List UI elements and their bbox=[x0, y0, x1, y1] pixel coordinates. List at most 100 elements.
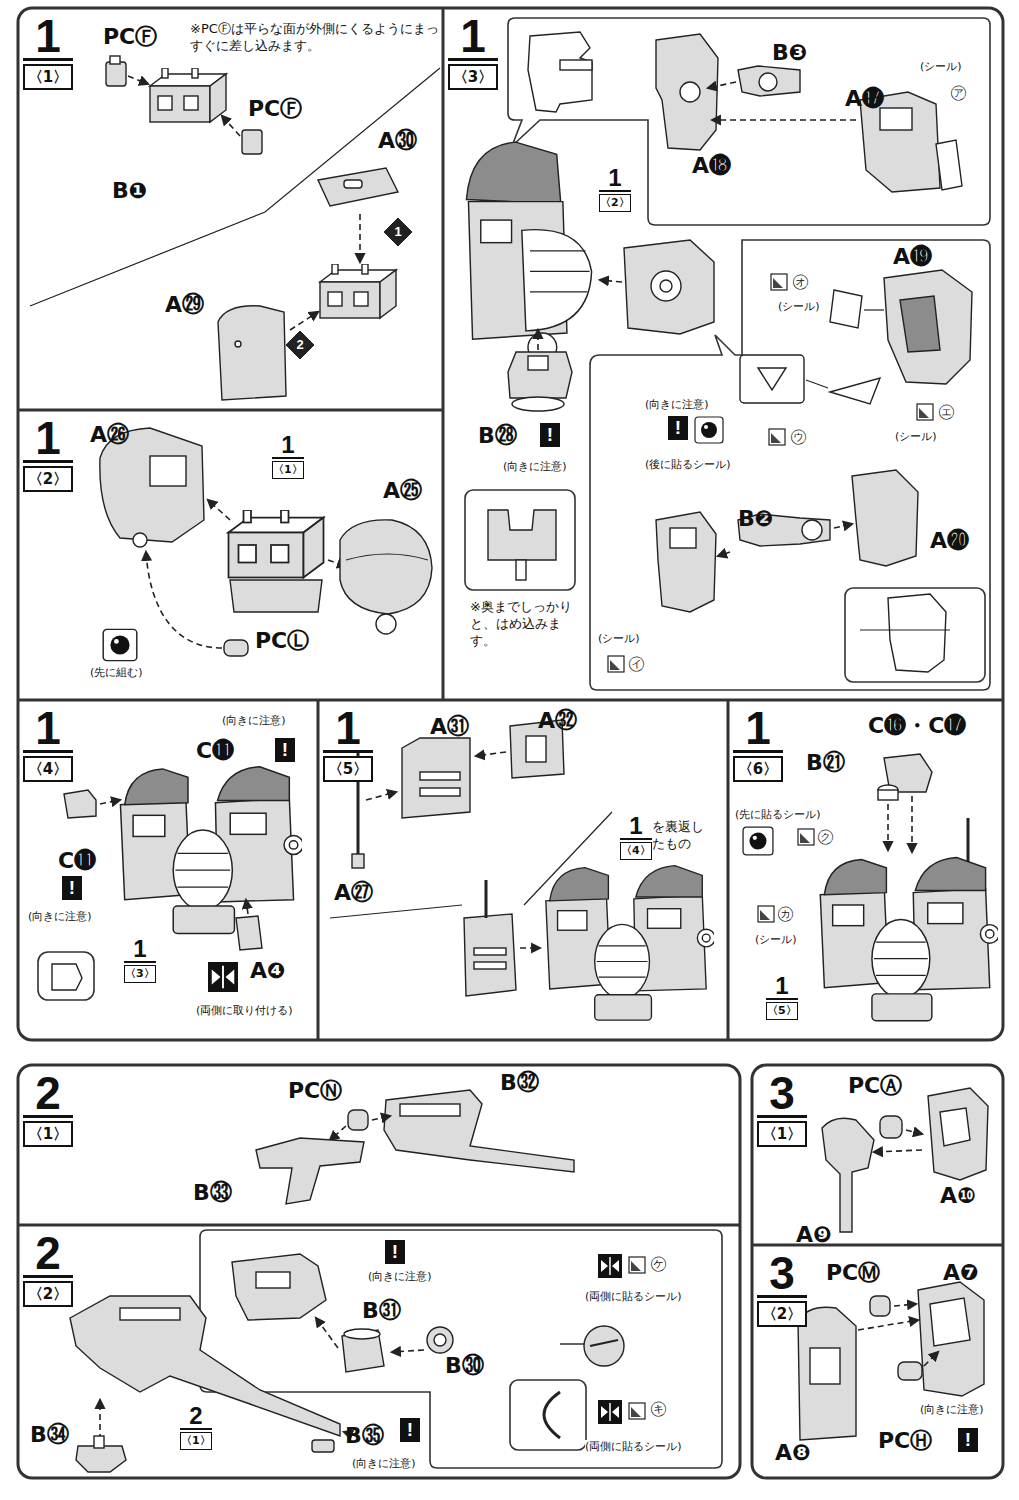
small-note: (シール) bbox=[895, 430, 937, 444]
small-note: (向きに注意) bbox=[920, 1403, 984, 1417]
step-panel: 1〈2〉1〈1〉 bbox=[18, 410, 443, 700]
step-order-mark: 2 bbox=[295, 337, 305, 353]
small-note: (両側に取り付ける) bbox=[196, 1004, 293, 1018]
step-number: 2 bbox=[23, 1071, 73, 1118]
step-panel: 1〈3〉1〈2〉 bbox=[443, 8, 1003, 700]
part-label: A❽ bbox=[775, 1440, 811, 1466]
step-number-box: 1〈5〉 bbox=[323, 706, 373, 782]
step-number-box: 2〈1〉 bbox=[23, 1071, 73, 1147]
step-reference: 1〈1〉 bbox=[270, 432, 306, 480]
part-label: B㉜ bbox=[500, 1070, 539, 1096]
caution-icon: ! bbox=[275, 738, 295, 762]
part-label: PCⓂ bbox=[826, 1260, 880, 1286]
part-label: C⓰・C⓱ bbox=[868, 713, 966, 739]
part-label: A❹ bbox=[250, 958, 286, 984]
part-label: A㉜ bbox=[538, 708, 577, 734]
part-label: PCⓃ bbox=[288, 1078, 342, 1104]
step-reference: 1〈5〉 bbox=[764, 973, 800, 1021]
sub-step-number: 〈1〉 bbox=[23, 64, 73, 90]
small-note: (向きに注意) bbox=[503, 460, 567, 474]
part-label: B❷ bbox=[738, 506, 773, 532]
step-number-box: 3〈2〉 bbox=[757, 1251, 807, 1327]
sub-step-number: 〈6〉 bbox=[733, 756, 783, 782]
reference-box: 1〈2〉 bbox=[597, 165, 633, 213]
reference-box: 1〈3〉 bbox=[122, 936, 158, 984]
small-note: (向きに注意) bbox=[28, 910, 92, 924]
step-number: 1 bbox=[23, 14, 73, 61]
step-number: 1 bbox=[620, 814, 652, 840]
small-note: (後に貼るシール) bbox=[645, 458, 731, 472]
step-number-box: 1〈6〉 bbox=[733, 706, 783, 782]
caution-icon: ! bbox=[540, 423, 560, 447]
step-number: 1 bbox=[272, 433, 304, 459]
sticker-letter: ㋐ bbox=[950, 82, 967, 102]
sticker-letter: ㋑ bbox=[628, 653, 645, 673]
caution-icon: ! bbox=[400, 1418, 420, 1442]
step-number: 2 bbox=[23, 1231, 73, 1278]
step-number: 1 bbox=[448, 14, 498, 61]
note-text: ※PCⒻは平らな面が外側にくるようにまっすぐに差し込みます。 bbox=[190, 20, 440, 54]
sub-step-number: 〈2〉 bbox=[23, 1281, 73, 1307]
reference-box: 1〈5〉 bbox=[764, 973, 800, 1021]
part-label: A⓴ bbox=[930, 528, 969, 554]
step-order-mark: 1 bbox=[393, 224, 403, 240]
step-panel: 1 〈1〉 bbox=[18, 8, 443, 410]
part-label: A⓲ bbox=[692, 153, 731, 179]
sub-step-number: 〈5〉 bbox=[766, 1002, 798, 1020]
part-label: A㉚ bbox=[378, 128, 417, 154]
step-number: 1 bbox=[599, 166, 631, 192]
small-note: (先に貼るシール) bbox=[735, 808, 821, 822]
small-note: (両側に貼るシール) bbox=[585, 1290, 682, 1304]
small-note: (両側に貼るシール) bbox=[585, 1440, 682, 1454]
part-label: B㉚ bbox=[445, 1353, 484, 1379]
step-panel: 1〈5〉 1〈4〉 bbox=[318, 700, 728, 1040]
sticker-letter: ㋖ bbox=[650, 1398, 667, 1418]
sticker-letter: ㋕ bbox=[777, 903, 794, 923]
step-number: 1 bbox=[124, 937, 156, 963]
part-label: B❶ bbox=[112, 178, 147, 204]
step-number-box: 1〈2〉 bbox=[23, 416, 73, 492]
part-label: B㉞ bbox=[30, 1422, 69, 1448]
step-reference: 1〈2〉 bbox=[597, 165, 633, 213]
step-number: 1 bbox=[23, 416, 73, 463]
part-label: A❼ bbox=[943, 1260, 979, 1286]
step-number-box: 3〈1〉 bbox=[757, 1071, 807, 1147]
note-text: を裏返したもの bbox=[652, 818, 716, 852]
part-label: C⓫ bbox=[196, 738, 234, 764]
sticker-letter: ㋔ bbox=[792, 271, 809, 291]
step-number: 1 bbox=[23, 706, 73, 753]
sub-step-number: 〈1〉 bbox=[757, 1121, 807, 1147]
small-note: (先に組む) bbox=[90, 666, 143, 680]
part-label: A㉕ bbox=[383, 478, 422, 504]
small-note: (向きに注意) bbox=[352, 1457, 416, 1471]
part-label: A❾ bbox=[796, 1222, 832, 1248]
step-panel: 1〈6〉1〈5〉 bbox=[728, 700, 1003, 1040]
part-label: B㉘ bbox=[478, 423, 517, 449]
step-number: 1 bbox=[323, 706, 373, 753]
sub-step-number: 〈2〉 bbox=[599, 194, 631, 212]
part-label: A⓱ bbox=[845, 86, 884, 112]
small-note: (向きに注意) bbox=[222, 714, 286, 728]
sub-step-number: 〈1〉 bbox=[23, 1121, 73, 1147]
small-note: (シール) bbox=[598, 632, 640, 646]
step-number: 1 bbox=[733, 706, 783, 753]
small-note: (向きに注意) bbox=[368, 1270, 432, 1284]
sub-step-number: 〈1〉 bbox=[272, 461, 304, 479]
step-number-box: 1〈4〉 bbox=[23, 706, 73, 782]
part-label: A❿ bbox=[940, 1183, 976, 1209]
step-reference: 1〈4〉 bbox=[618, 813, 654, 861]
step-reference: 2〈1〉 bbox=[178, 1403, 214, 1451]
part-label: C⓫ bbox=[58, 848, 96, 874]
part-label: A⓳ bbox=[893, 244, 932, 270]
sticker-letter: ㋘ bbox=[650, 1253, 667, 1273]
sub-step-number: 〈4〉 bbox=[23, 756, 73, 782]
sticker-letter: ㋗ bbox=[817, 826, 834, 846]
step-number: 1 bbox=[766, 974, 798, 1000]
part-label: B㉝ bbox=[193, 1180, 232, 1206]
small-note: (シール) bbox=[778, 300, 820, 314]
caution-icon: ! bbox=[62, 876, 82, 900]
part-label: B㉛ bbox=[362, 1298, 401, 1324]
step-number-box: 1〈3〉 bbox=[448, 14, 498, 90]
sub-step-number: 〈1〉 bbox=[180, 1432, 212, 1450]
part-label: A㉖ bbox=[90, 422, 129, 448]
